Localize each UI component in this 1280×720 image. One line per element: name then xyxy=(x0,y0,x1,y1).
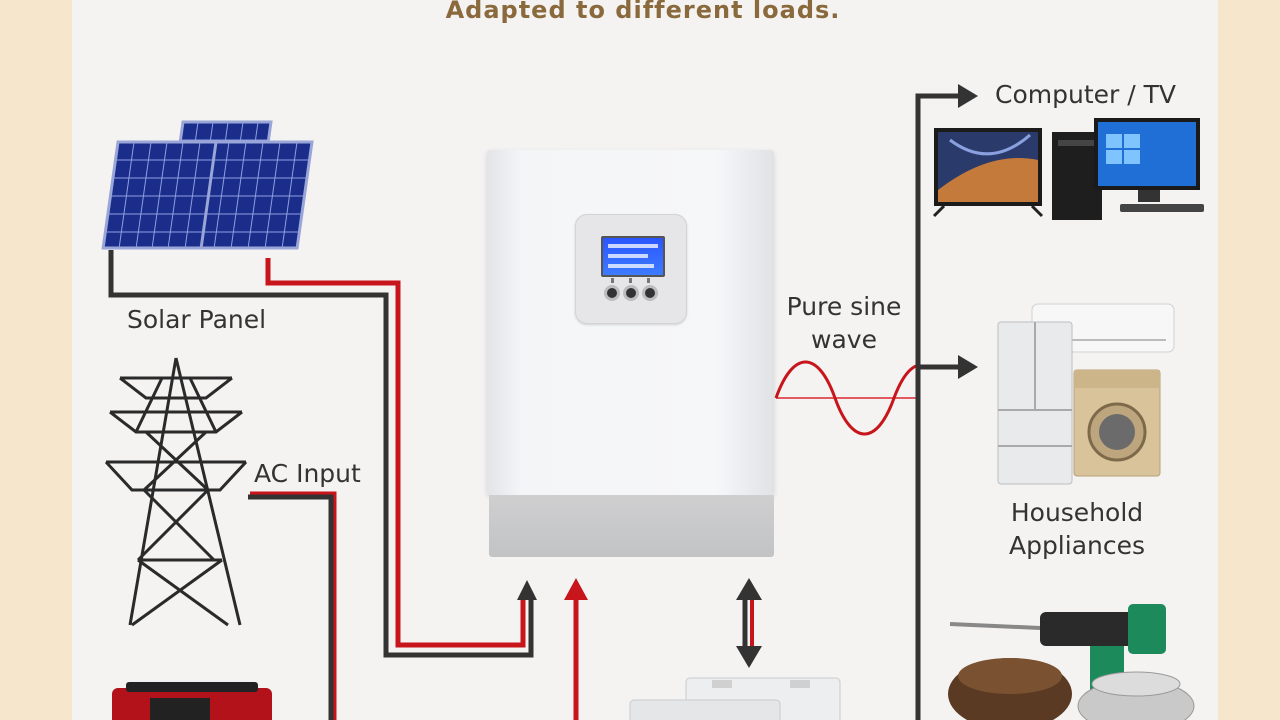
computer-icon xyxy=(1052,118,1204,220)
ac-input-black-wire xyxy=(248,494,334,720)
solar-panel-icon xyxy=(101,120,314,250)
solar-input-arrowhead xyxy=(517,580,537,600)
washing-machine-icon xyxy=(1073,369,1161,477)
sine-wave-icon xyxy=(774,360,917,436)
generator-icon xyxy=(112,682,272,720)
label-ac-input: AC Input xyxy=(254,459,361,488)
label-household-line1: Household xyxy=(1010,498,1144,527)
ac-input-red-wire xyxy=(250,491,337,720)
lcd-display xyxy=(601,236,665,277)
label-sine-wave-line2: wave xyxy=(811,325,877,354)
status-led xyxy=(611,278,614,283)
output-arrow-computer xyxy=(958,84,978,108)
tv-icon xyxy=(932,128,1044,218)
inverter-base xyxy=(489,495,774,557)
solar-black-wire xyxy=(108,250,534,658)
battery-icon xyxy=(629,677,841,720)
control-button xyxy=(626,288,636,298)
control-button xyxy=(607,288,617,298)
label-sine-wave-line1: Pure sine xyxy=(786,292,902,321)
generator-arrowhead xyxy=(564,578,588,600)
headline: Adapted to different loads. xyxy=(445,0,841,24)
label-household-line2: Appliances xyxy=(1008,531,1146,560)
label-solar-panel: Solar Panel xyxy=(127,305,267,334)
status-led xyxy=(629,278,632,283)
status-led xyxy=(647,278,650,283)
label-sine-wave: Pure sine wave xyxy=(770,290,918,356)
inverter-control-panel xyxy=(575,214,687,324)
battery-arrowhead-up xyxy=(736,578,762,600)
label-household-appliances: Household Appliances xyxy=(990,496,1164,562)
solar-red-wire xyxy=(265,258,526,648)
output-arrow-household xyxy=(958,355,978,379)
transmission-tower-icon xyxy=(104,357,248,627)
battery-arrowhead-down xyxy=(736,646,762,668)
output-bus-line xyxy=(915,93,960,720)
control-button xyxy=(645,288,655,298)
pot-icon xyxy=(1077,671,1195,720)
refrigerator-icon xyxy=(997,321,1073,485)
label-computer-tv: Computer / TV xyxy=(995,80,1176,109)
rice-cooker-icon xyxy=(948,658,1072,720)
